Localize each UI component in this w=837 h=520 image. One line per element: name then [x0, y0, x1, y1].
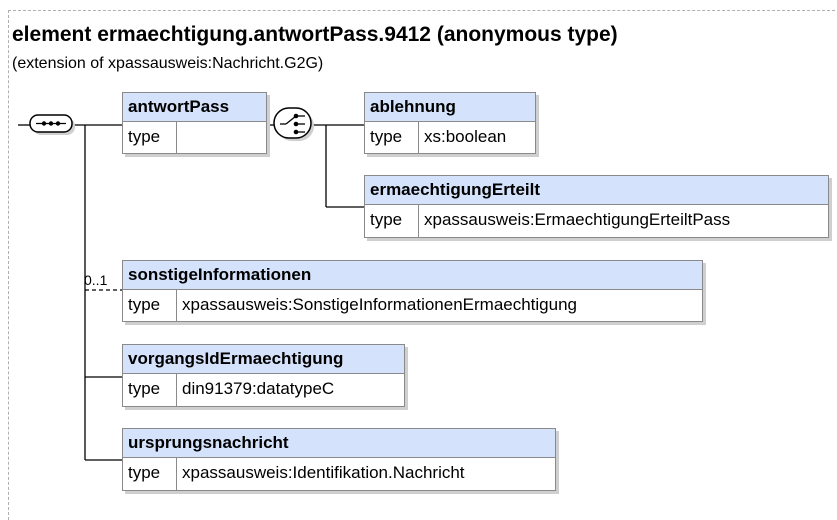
- occurrence-label: 0..1: [84, 272, 108, 288]
- element-ablehnung[interactable]: ablehnung type xs:boolean: [364, 92, 536, 154]
- element-name: ablehnung: [365, 93, 535, 122]
- type-label: type: [123, 122, 177, 153]
- element-name: antwortPass: [123, 93, 266, 122]
- element-name: ermaechtigungErteilt: [365, 176, 828, 205]
- diagram-title: element ermaechtigung.antwortPass.9412 (…: [12, 23, 618, 46]
- element-name: ursprungsnachricht: [123, 429, 555, 458]
- type-label: type: [365, 122, 419, 153]
- element-ursprungsnachricht[interactable]: ursprungsnachricht type xpassausweis:Ide…: [122, 428, 556, 491]
- type-value: xpassausweis:Identifikation.Nachricht: [182, 463, 465, 482]
- type-value: din91379:datatypeC: [182, 379, 335, 398]
- choice-compositor-icon[interactable]: [273, 107, 314, 141]
- type-value: xpassausweis:ErmaechtigungErteiltPass: [424, 210, 731, 229]
- diagram-subtitle: (extension of xpassausweis:Nachricht.G2G…: [12, 55, 324, 72]
- element-antwortPass[interactable]: antwortPass type: [122, 92, 267, 154]
- element-ermaechtigungErteilt[interactable]: ermaechtigungErteilt type xpassausweis:E…: [364, 175, 829, 238]
- diagram-frame: [8, 10, 835, 520]
- type-label: type: [123, 290, 177, 321]
- element-name: vorgangsIdErmaechtigung: [123, 345, 404, 374]
- type-value: [177, 122, 182, 153]
- type-label: type: [365, 205, 419, 237]
- element-vorgangsIdErmaechtigung[interactable]: vorgangsIdErmaechtigung type din91379:da…: [122, 344, 405, 407]
- element-name: sonstigeInformationen: [123, 261, 702, 290]
- type-label: type: [123, 374, 177, 406]
- element-sonstigeInformationen[interactable]: sonstigeInformationen type xpassausweis:…: [122, 260, 703, 322]
- type-value: xpassausweis:SonstigeInformationenErmaec…: [182, 295, 578, 314]
- type-label: type: [123, 458, 177, 490]
- sequence-compositor-icon[interactable]: [29, 114, 75, 135]
- type-value: xs:boolean: [424, 127, 507, 146]
